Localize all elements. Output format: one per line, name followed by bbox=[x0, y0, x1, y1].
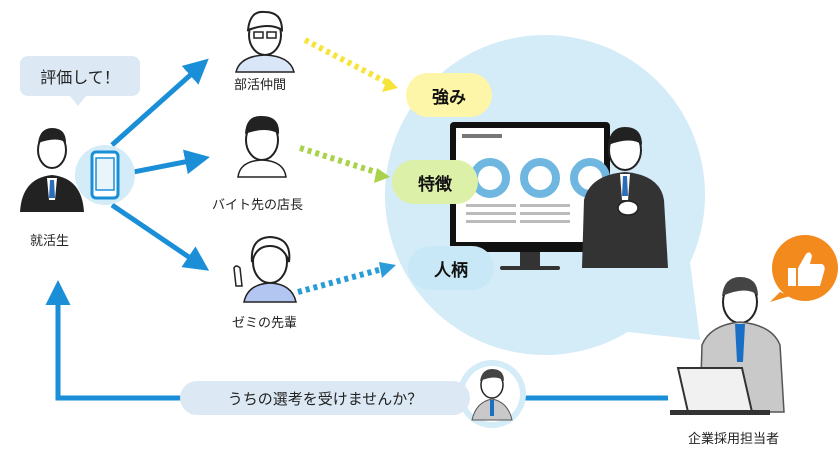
recruiter-label: 企業採用担当者 bbox=[688, 432, 780, 447]
dotted-arrow-personality bbox=[297, 262, 396, 295]
speech-bubble: 評価して！ bbox=[20, 56, 140, 106]
peer-label-club: 部活仲間 bbox=[234, 78, 287, 93]
invite-message: うちの選考を受けませんか？ bbox=[180, 381, 470, 415]
peer-label-senior: ゼミの先輩 bbox=[232, 316, 298, 331]
trait-tag-personality: 人柄 bbox=[408, 246, 494, 290]
recruiter-avatar bbox=[458, 360, 526, 428]
trait-tag-feature: 特徴 bbox=[392, 160, 478, 204]
dotted-arrow-feature bbox=[299, 145, 390, 183]
peer-label-manager: バイト先の店長 bbox=[212, 198, 304, 213]
dotted-arrow-strength bbox=[303, 37, 398, 92]
recruiter-figure bbox=[670, 277, 785, 415]
monitor-icon bbox=[450, 122, 610, 270]
presenter-figure bbox=[582, 127, 668, 268]
student-label: 就活生 bbox=[30, 234, 70, 249]
peer-figure-club bbox=[235, 10, 295, 73]
thumbs-up-icon bbox=[770, 235, 838, 302]
smartphone-icon bbox=[75, 145, 135, 205]
student-figure bbox=[20, 128, 84, 212]
trait-tag-strength: 強み bbox=[406, 73, 492, 117]
peer-figure-manager bbox=[237, 115, 287, 178]
peer-figure-senior bbox=[233, 235, 297, 303]
